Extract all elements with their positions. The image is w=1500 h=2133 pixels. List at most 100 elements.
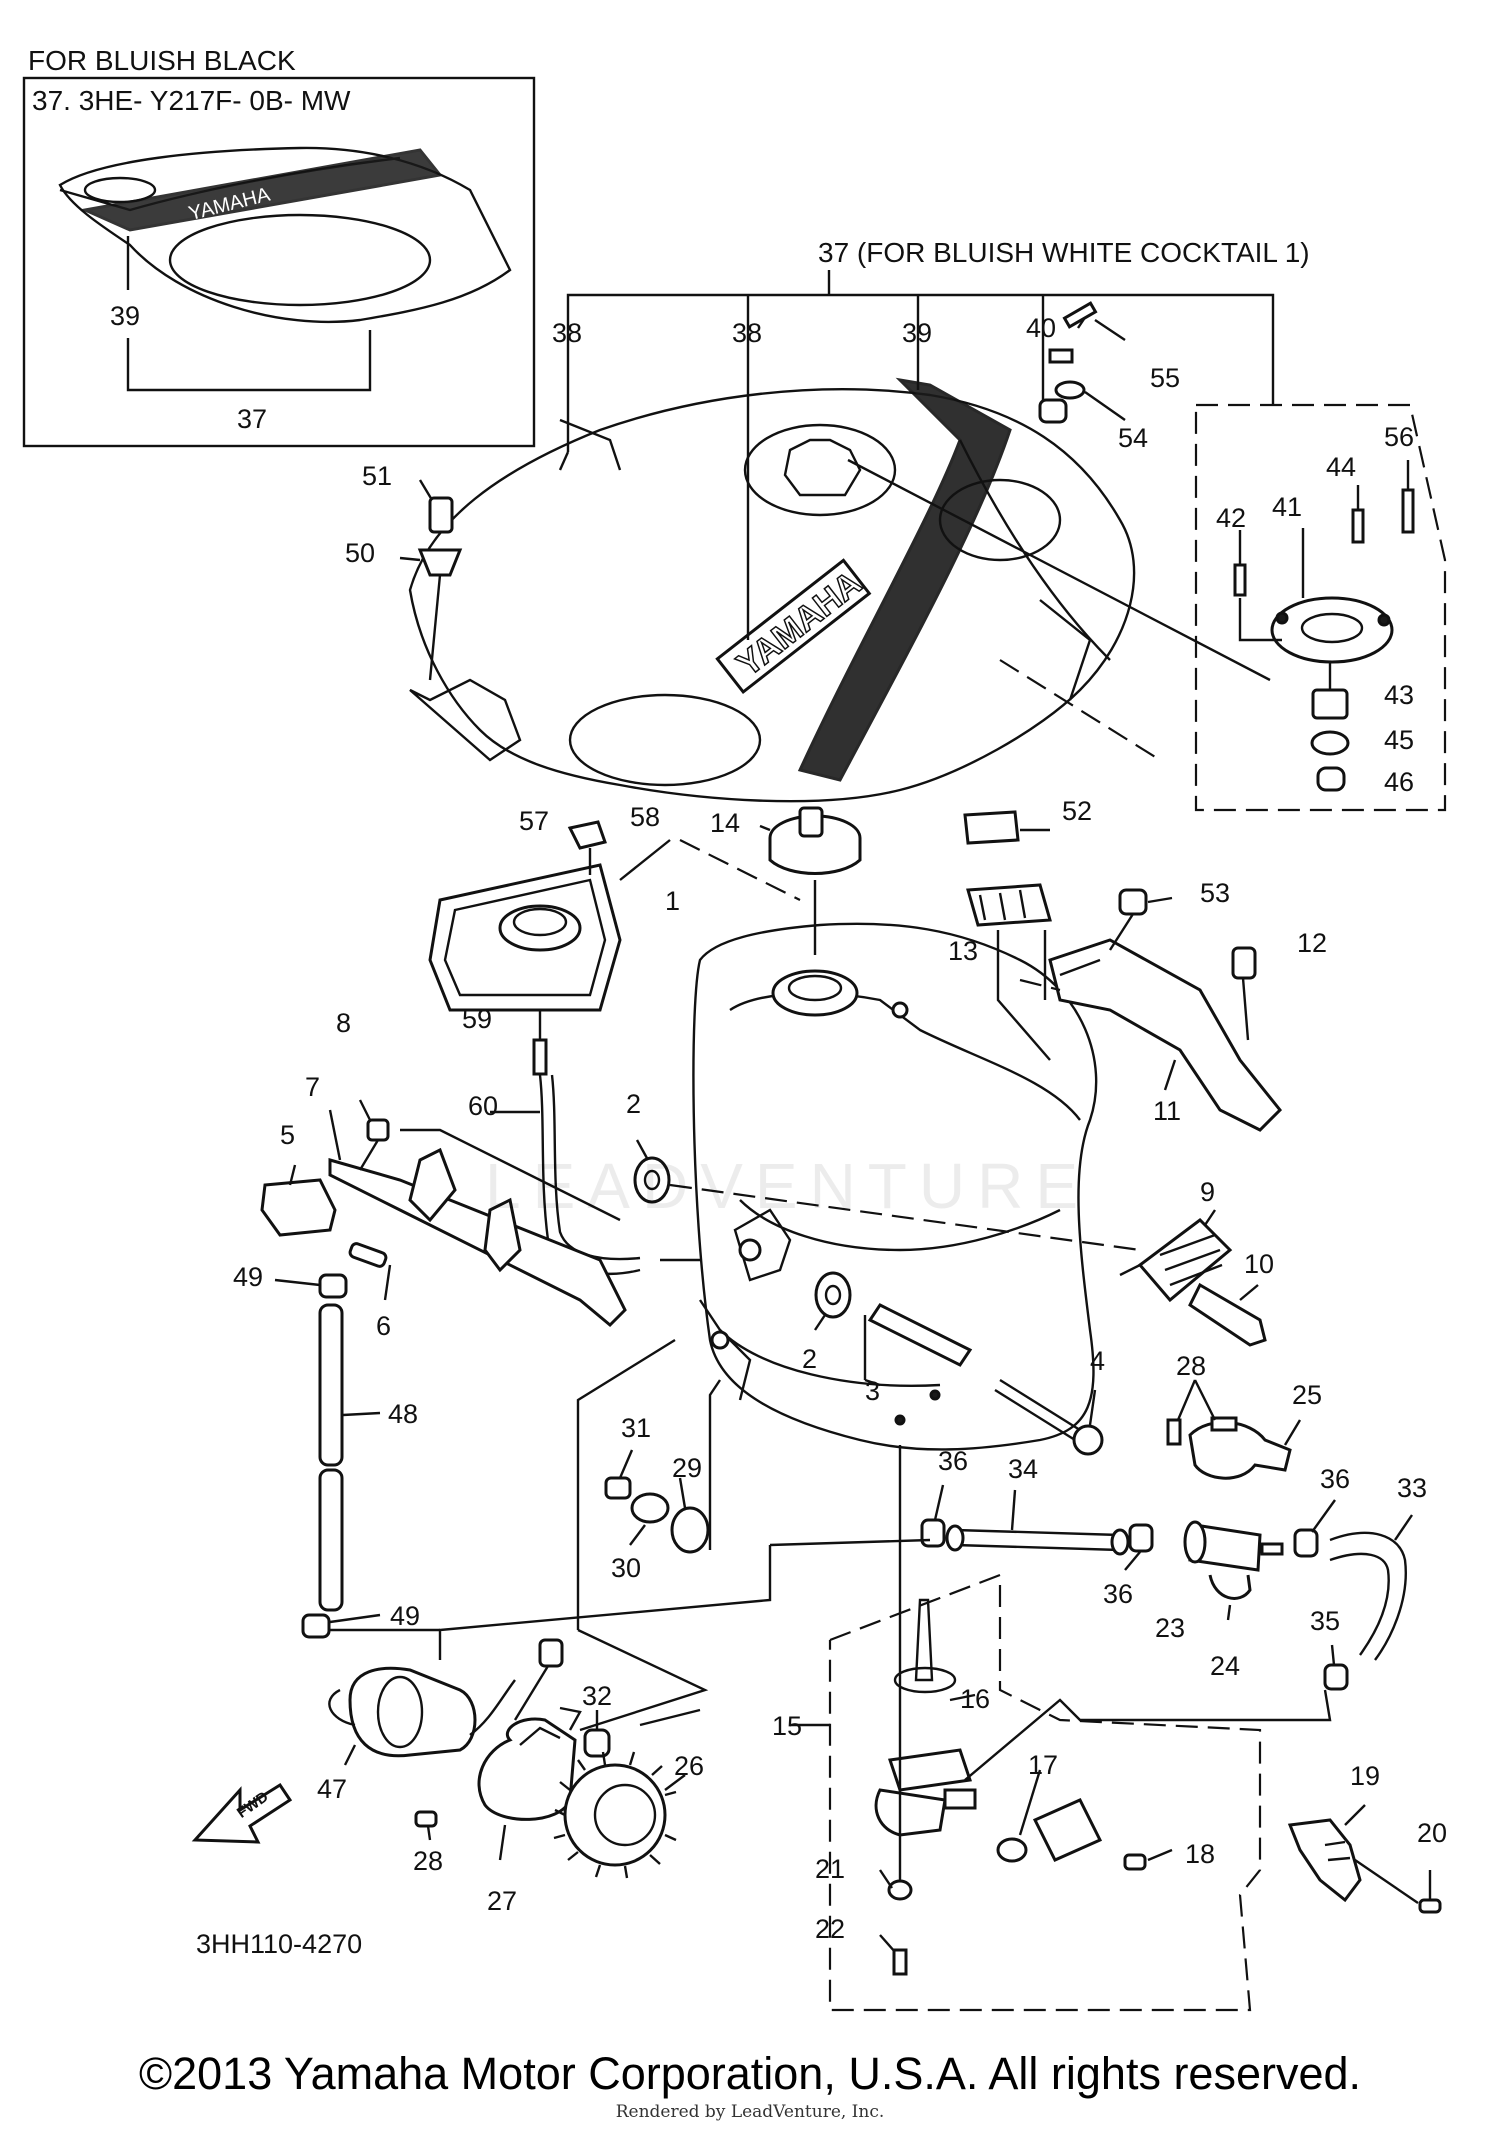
callout-50: 50 xyxy=(345,538,375,568)
pump-bracket-27 xyxy=(414,1706,611,1861)
rubber-9-strap-10 xyxy=(1119,1209,1267,1347)
part-53 xyxy=(1118,888,1148,916)
callout-34: 34 xyxy=(1008,1454,1038,1484)
part-29 xyxy=(670,1506,710,1554)
callout-36a: 36 xyxy=(938,1446,968,1476)
screw-55 xyxy=(1062,301,1098,329)
nut-21 xyxy=(887,1879,913,1901)
callout-46: 46 xyxy=(1384,767,1414,797)
washer-54 xyxy=(1054,380,1086,400)
callout-36b: 36 xyxy=(1103,1579,1133,1609)
callout-28a: 28 xyxy=(1176,1351,1206,1381)
callout-22: 22 xyxy=(815,1914,845,1944)
callout-6: 6 xyxy=(376,1311,391,1341)
fuel-tank xyxy=(692,922,1098,1451)
callout-15: 15 xyxy=(772,1711,802,1741)
gasket-17 xyxy=(996,1837,1028,1863)
callout-2a: 2 xyxy=(626,1089,641,1119)
callout-32: 32 xyxy=(582,1681,612,1711)
holder-24 xyxy=(1208,1574,1252,1600)
callout-2b: 2 xyxy=(802,1344,817,1374)
filler-neck xyxy=(771,969,859,1017)
part-19-20 xyxy=(1287,1804,1442,1914)
callout-31: 31 xyxy=(621,1413,651,1443)
clamp-36c xyxy=(1293,1528,1319,1558)
callout-43: 43 xyxy=(1384,680,1414,710)
bushing-40 xyxy=(1038,398,1068,424)
callout-47: 47 xyxy=(317,1774,347,1804)
part-45 xyxy=(1310,730,1350,756)
rendered-by-credit: Rendered by LeadVenture, Inc. xyxy=(615,2102,885,2122)
bolt-4 xyxy=(994,1378,1104,1456)
inset-frame xyxy=(22,76,536,448)
callout-20: 20 xyxy=(1417,1818,1447,1848)
screw-42 xyxy=(1233,563,1247,597)
callout-33: 33 xyxy=(1397,1473,1427,1503)
fuel-filter-group xyxy=(920,1379,1413,1691)
callout-17: 17 xyxy=(1028,1750,1058,1780)
plate-18 xyxy=(1032,1798,1103,1862)
inset-callout-39: 39 xyxy=(110,301,140,331)
callout-1: 1 xyxy=(665,886,680,916)
nut-32 xyxy=(583,1728,611,1758)
part-31 xyxy=(604,1476,632,1500)
callout-29: 29 xyxy=(672,1453,702,1483)
part-40 xyxy=(1048,348,1074,364)
clamp-25 xyxy=(1188,1420,1292,1480)
callout-numbers: 1 2 2 3 4 5 6 7 8 9 10 11 12 13 14 15 16… xyxy=(233,313,1447,1944)
rear-bracket-11 xyxy=(963,810,1283,1132)
callout-58: 58 xyxy=(630,802,660,832)
clamp-36a xyxy=(920,1518,946,1548)
tank-logo-text: YAMAHA xyxy=(730,564,869,684)
screw-44 xyxy=(1351,508,1365,544)
cover-leaders xyxy=(558,330,1271,682)
callout-56: 56 xyxy=(1384,422,1414,452)
top-screws xyxy=(1038,301,1126,424)
callout-49b: 49 xyxy=(390,1601,420,1631)
inset-part-code: 37. 3HE- Y217F- 0B- MW xyxy=(32,85,351,116)
callout-36c: 36 xyxy=(1320,1464,1350,1494)
cap-ring-41 xyxy=(1270,596,1394,664)
bolt-51 xyxy=(428,496,454,534)
screw-28b xyxy=(1210,1416,1238,1432)
callout-60: 60 xyxy=(468,1091,498,1121)
callout-44: 44 xyxy=(1326,452,1356,482)
callout-42: 42 xyxy=(1216,503,1246,533)
clamp-36b xyxy=(1128,1523,1154,1553)
grommet-58 xyxy=(567,820,607,850)
damper-50 xyxy=(417,548,463,577)
header-37-bracket: 37 (FOR BLUISH WHITE COCKTAIL 1) xyxy=(566,237,1310,452)
callout-53: 53 xyxy=(1200,878,1230,908)
fwd-arrow: FWD xyxy=(191,1782,293,1844)
damper-13 xyxy=(966,883,1052,927)
part-46 xyxy=(1316,766,1346,792)
screw-20 xyxy=(1418,1898,1442,1914)
callout-57: 57 xyxy=(519,806,549,836)
callout-25: 25 xyxy=(1292,1380,1322,1410)
header-37: 37 (FOR BLUISH WHITE COCKTAIL 1) xyxy=(818,237,1310,268)
callout-24: 24 xyxy=(1210,1651,1240,1681)
callout-51: 51 xyxy=(362,461,392,491)
callout-14: 14 xyxy=(710,808,740,838)
nipple-59 xyxy=(532,1038,548,1076)
callout-48: 48 xyxy=(388,1399,418,1429)
callout-18: 18 xyxy=(1185,1839,1215,1869)
callout-52: 52 xyxy=(1062,796,1092,826)
callout-11: 11 xyxy=(1153,1096,1181,1126)
callout-54: 54 xyxy=(1118,423,1148,453)
nut-8 xyxy=(366,1118,390,1142)
callout-9: 9 xyxy=(1200,1177,1215,1207)
inset-tank-side-drawing: YAMAHA xyxy=(58,146,512,324)
callout-19: 19 xyxy=(1350,1761,1380,1791)
inset-callout-37: 37 xyxy=(237,404,267,434)
inset-leader-37 xyxy=(126,330,372,392)
callout-26: 26 xyxy=(674,1751,704,1781)
clamp-35 xyxy=(1323,1663,1349,1691)
callout-49a: 49 xyxy=(233,1262,263,1292)
screw-56 xyxy=(1401,488,1415,534)
callout-10: 10 xyxy=(1244,1249,1274,1279)
callout-40: 40 xyxy=(1026,313,1056,343)
bracket-7 xyxy=(260,1099,627,1328)
callout-5: 5 xyxy=(280,1120,295,1150)
screw-22 xyxy=(892,1948,908,1976)
